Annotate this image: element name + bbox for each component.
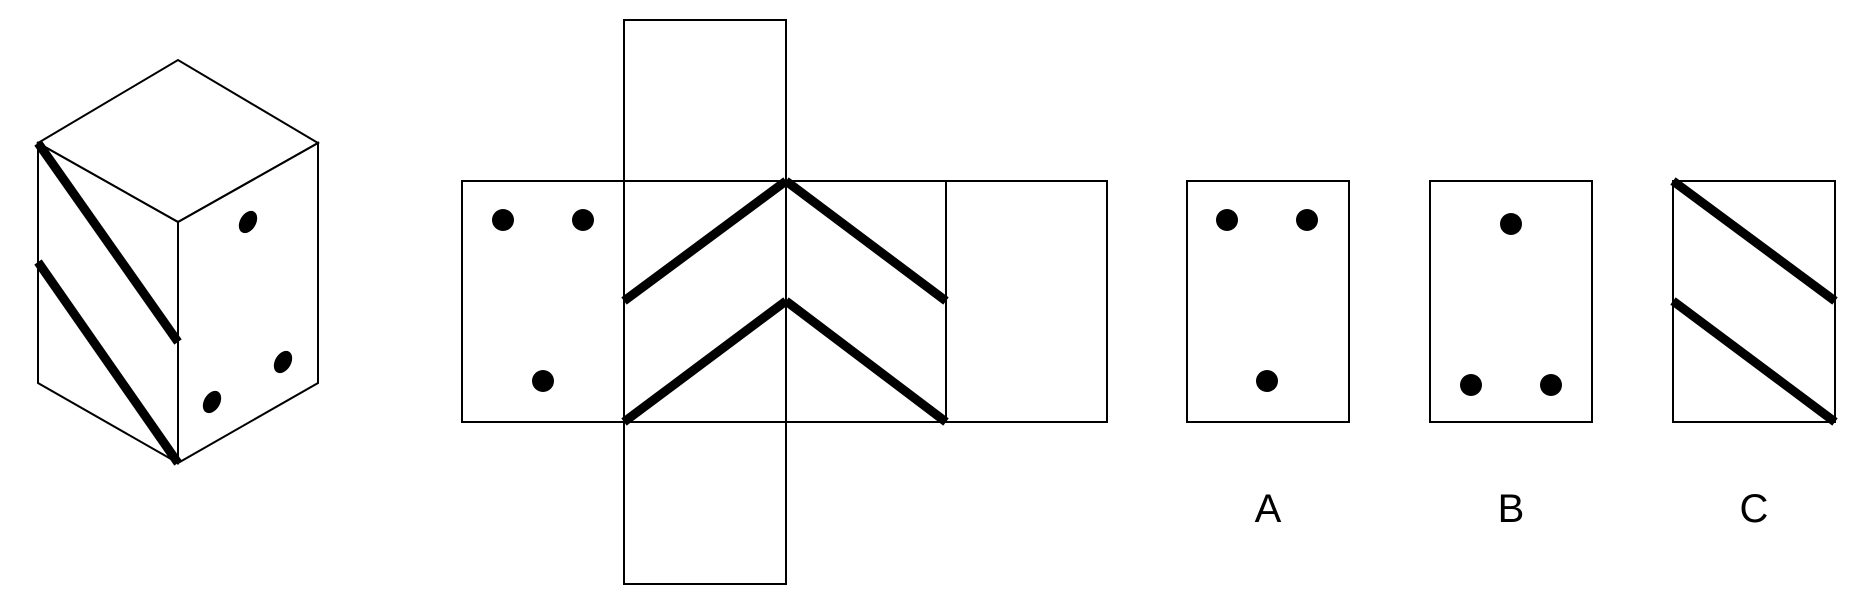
net-dot-1	[492, 209, 514, 231]
option-c-stripe-upper	[1670, 177, 1838, 305]
cuboid-left-face	[37, 141, 179, 465]
option-a-face	[1186, 180, 1350, 423]
net-face-center	[623, 180, 787, 423]
option-b-dot-3	[1540, 374, 1562, 396]
cuboid-right-face	[177, 141, 319, 465]
option-c[interactable]: C	[1670, 177, 1838, 531]
option-c-face	[1672, 180, 1836, 423]
cuboid-stripe-lower	[34, 259, 182, 466]
net-dot-3	[532, 370, 554, 392]
cuboid-dot-mid	[273, 350, 293, 374]
net-face-bottom	[623, 421, 787, 585]
option-b-dot-2	[1460, 374, 1482, 396]
net-chevron-lower-right	[783, 297, 949, 426]
option-b-face	[1429, 180, 1593, 423]
cuboid-stripe-upper	[34, 140, 182, 345]
net-face-far-right	[945, 180, 1108, 423]
cuboid-dot-low	[202, 390, 222, 414]
net-chevron-upper-right	[783, 177, 949, 305]
option-a-dot-2	[1296, 209, 1318, 231]
net-dot-2	[572, 209, 594, 231]
cuboid-3d	[34, 58, 320, 466]
option-b-label: B	[1498, 487, 1525, 531]
net-chevron-lower-left	[621, 297, 789, 426]
net-face-right	[785, 180, 947, 423]
cube-net	[461, 19, 1108, 585]
option-a[interactable]: A	[1186, 180, 1350, 531]
option-a-dot-1	[1216, 209, 1238, 231]
option-c-stripe-lower	[1670, 297, 1838, 426]
option-b[interactable]: B	[1429, 180, 1593, 531]
cuboid-dot-top	[238, 210, 258, 234]
option-b-dot-1	[1500, 213, 1522, 235]
option-a-label: A	[1255, 487, 1282, 531]
net-chevron-upper-left	[621, 177, 789, 305]
option-a-dot-3	[1256, 370, 1278, 392]
net-face-top	[623, 19, 787, 182]
option-c-label: C	[1740, 487, 1769, 531]
